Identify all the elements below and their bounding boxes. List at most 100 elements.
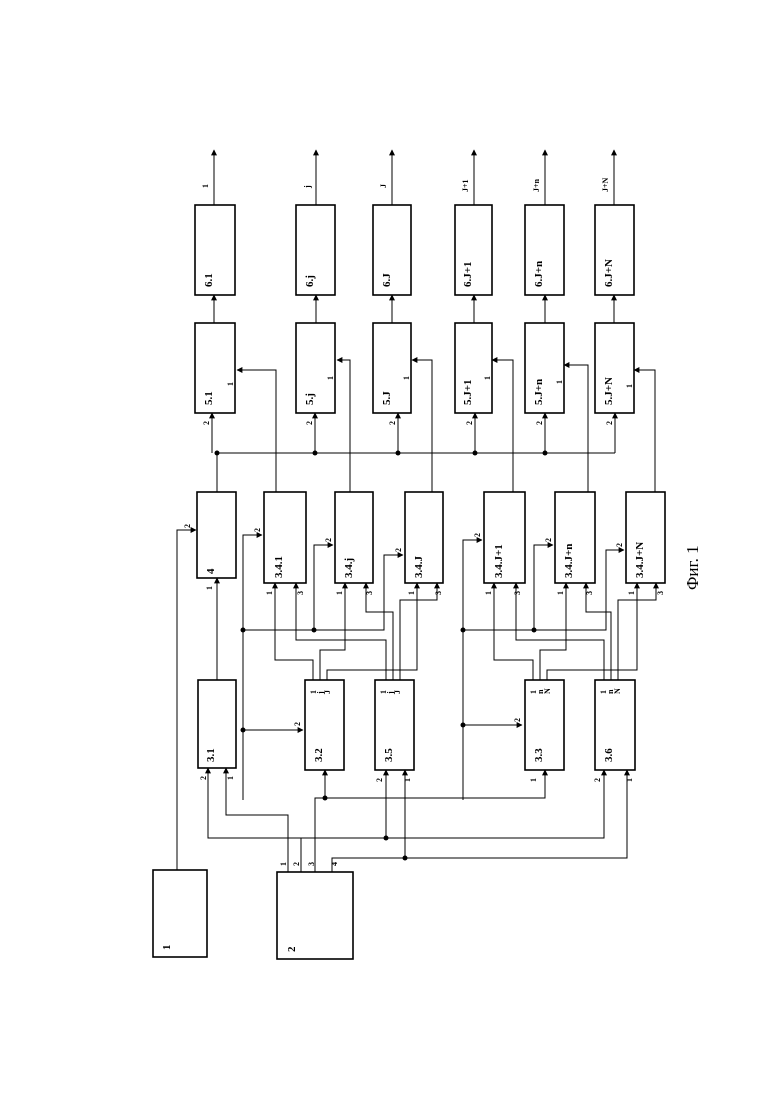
block-3-4-Jn-pin-1: 1 [556, 591, 565, 595]
block-6-JN-label: 6.J+N [603, 259, 615, 287]
block-6-1: 6.1 [195, 205, 235, 295]
block-3-4-J1-pin-3: 3 [513, 591, 522, 595]
block-5-j-label: 5.j [304, 393, 316, 405]
block-3-3-out-N: N [543, 688, 552, 694]
block-3-6-label: 3.6 [603, 748, 615, 762]
block-6-J-label: 6.J [381, 273, 393, 287]
block-3-4-1-pin-3: 3 [296, 591, 305, 595]
block-2-pin-1: 1 [279, 862, 288, 866]
block-3-5-pin-1: 1 [403, 778, 412, 782]
block-6-J1: 6.J+1 [455, 205, 492, 295]
block-6-1-label: 6.1 [203, 273, 215, 287]
block-6-J: 6.J [373, 205, 411, 295]
block-3-1-pin-2: 2 [199, 776, 208, 780]
output-labels: 1 j J J+1 J+n J+N [201, 177, 610, 192]
block-5-J-pin-2: 2 [388, 421, 397, 425]
block-5-1-label: 5.1 [203, 391, 215, 405]
block-3-4-JN: 3.4.J+N 2 1 3 [615, 492, 665, 595]
block-3-4-J: 3.4.J 2 1 3 [394, 492, 443, 595]
block-5-J-pin-1: 1 [402, 376, 411, 380]
block-5-JN-pin-1: 1 [625, 384, 634, 388]
block-5-Jn-pin-1: 1 [555, 380, 564, 384]
block-3-4-j-pin-3: 3 [365, 591, 374, 595]
block-5-1-pin-1: 1 [226, 382, 235, 386]
block-3-4-J1: 3.4.J+1 2 1 3 [473, 492, 525, 595]
block-5-1: 5.1 2 1 [195, 323, 235, 425]
block-3-4-JN-label: 3.4.J+N [634, 542, 646, 578]
block-5-Jn-label: 5.J+n [533, 379, 545, 405]
block-6-J1-label: 6.J+1 [462, 261, 474, 287]
block-5-J1-pin-2: 2 [465, 421, 474, 425]
block-1: 1 [153, 870, 207, 957]
block-2-pin-4: 4 [330, 862, 339, 866]
block-3-4-j-pin-2: 2 [324, 538, 333, 542]
block-3-4-J-pin-1: 1 [407, 591, 416, 595]
block-5-J1-label: 5.J+1 [462, 379, 474, 405]
block-3-6: 3.6 2 1 1 n N [593, 680, 635, 782]
block-3-4-1: 3.4.1 2 1 3 [253, 492, 306, 595]
block-3-3-pin-2: 2 [513, 718, 522, 722]
block-5-JN-pin-2: 2 [605, 421, 614, 425]
block-3-2: 3.2 2 1 j J [293, 680, 344, 770]
block-5-Jn-pin-2: 2 [535, 421, 544, 425]
output-label-j: j [303, 185, 312, 189]
block-3-5-pin-2: 2 [375, 778, 384, 782]
block-3-4-1-pin-1: 1 [265, 591, 274, 595]
block-4-pin-1: 1 [205, 586, 214, 590]
block-2: 2 1 2 3 4 [277, 862, 353, 959]
block-4-label: 4 [205, 568, 217, 574]
block-3-3-pin-1: 1 [529, 778, 538, 782]
block-3-1-label: 3.1 [205, 748, 217, 762]
block-3-4-J-pin-3: 3 [434, 591, 443, 595]
block-5-Jn: 5.J+n 2 1 [525, 323, 564, 425]
block-3-4-J-pin-2: 2 [394, 548, 403, 552]
block-3-3: 3.3 2 1 1 n N [513, 680, 564, 782]
block-5-J-label: 5.J [381, 391, 393, 405]
block-5-J1: 5.J+1 2 1 [455, 323, 492, 425]
block-3-4-j: 3.4.j 2 1 3 [324, 492, 374, 595]
block-5-J1-pin-1: 1 [483, 376, 492, 380]
block-1-label: 1 [161, 945, 173, 951]
block-3-4-JN-pin-3: 3 [656, 591, 665, 595]
block-3-3-label: 3.3 [533, 748, 545, 762]
block-3-2-out-J: J [323, 690, 332, 694]
block-3-4-JN-pin-1: 1 [627, 591, 636, 595]
block-4: 4 2 1 [183, 492, 236, 590]
block-5-1-pin-2: 2 [202, 421, 211, 425]
block-6-j-label: 6.j [304, 275, 316, 287]
block-6-j: 6.j [296, 205, 335, 295]
block-6-Jn: 6.J+n [525, 205, 564, 295]
block-3-4-1-label: 3.4.1 [273, 556, 285, 578]
block-3-1: 3.1 2 1 [198, 680, 236, 780]
block-3-4-1-pin-2: 2 [253, 528, 262, 532]
block-3-4-Jn-label: 3.4.J+n [563, 544, 575, 578]
block-5-JN: 5.J+N 2 1 [595, 323, 634, 425]
block-3-4-j-label: 3.4.j [343, 558, 355, 578]
block-3-4-j-pin-1: 1 [335, 591, 344, 595]
block-2-label: 2 [286, 946, 298, 952]
block-3-4-J1-pin-2: 2 [473, 533, 482, 537]
block-3-4-Jn: 3.4.J+n 2 1 3 [544, 492, 595, 595]
block-3-6-pin-2: 2 [593, 778, 602, 782]
block-3-4-Jn-pin-3: 3 [585, 591, 594, 595]
block-5-JN-label: 5.J+N [603, 377, 615, 405]
output-label-1: 1 [201, 184, 210, 188]
block-3-4-J-label: 3.4.J [413, 556, 425, 579]
output-label-J: J [379, 184, 388, 188]
block-5-j-pin-1: 1 [326, 376, 335, 380]
block-3-4-JN-pin-2: 2 [615, 543, 624, 547]
block-3-2-label: 3.2 [313, 748, 325, 762]
block-3-4-J1-pin-1: 1 [484, 591, 493, 595]
output-label-J1: J+1 [461, 179, 470, 192]
block-3-2-pin-2: 2 [293, 722, 302, 726]
block-5-j: 5.j 2 1 [296, 323, 335, 425]
block-6-Jn-label: 6.J+n [533, 261, 545, 287]
block-5-j-pin-2: 2 [305, 421, 314, 425]
block-2-pin-3: 3 [307, 862, 316, 866]
block-2-pin-2: 2 [292, 862, 301, 866]
block-3-6-pin-1: 1 [625, 778, 634, 782]
block-6-JN: 6.J+N [595, 205, 634, 295]
block-3-4-Jn-pin-2: 2 [544, 538, 553, 542]
block-4-pin-2: 2 [183, 524, 192, 528]
